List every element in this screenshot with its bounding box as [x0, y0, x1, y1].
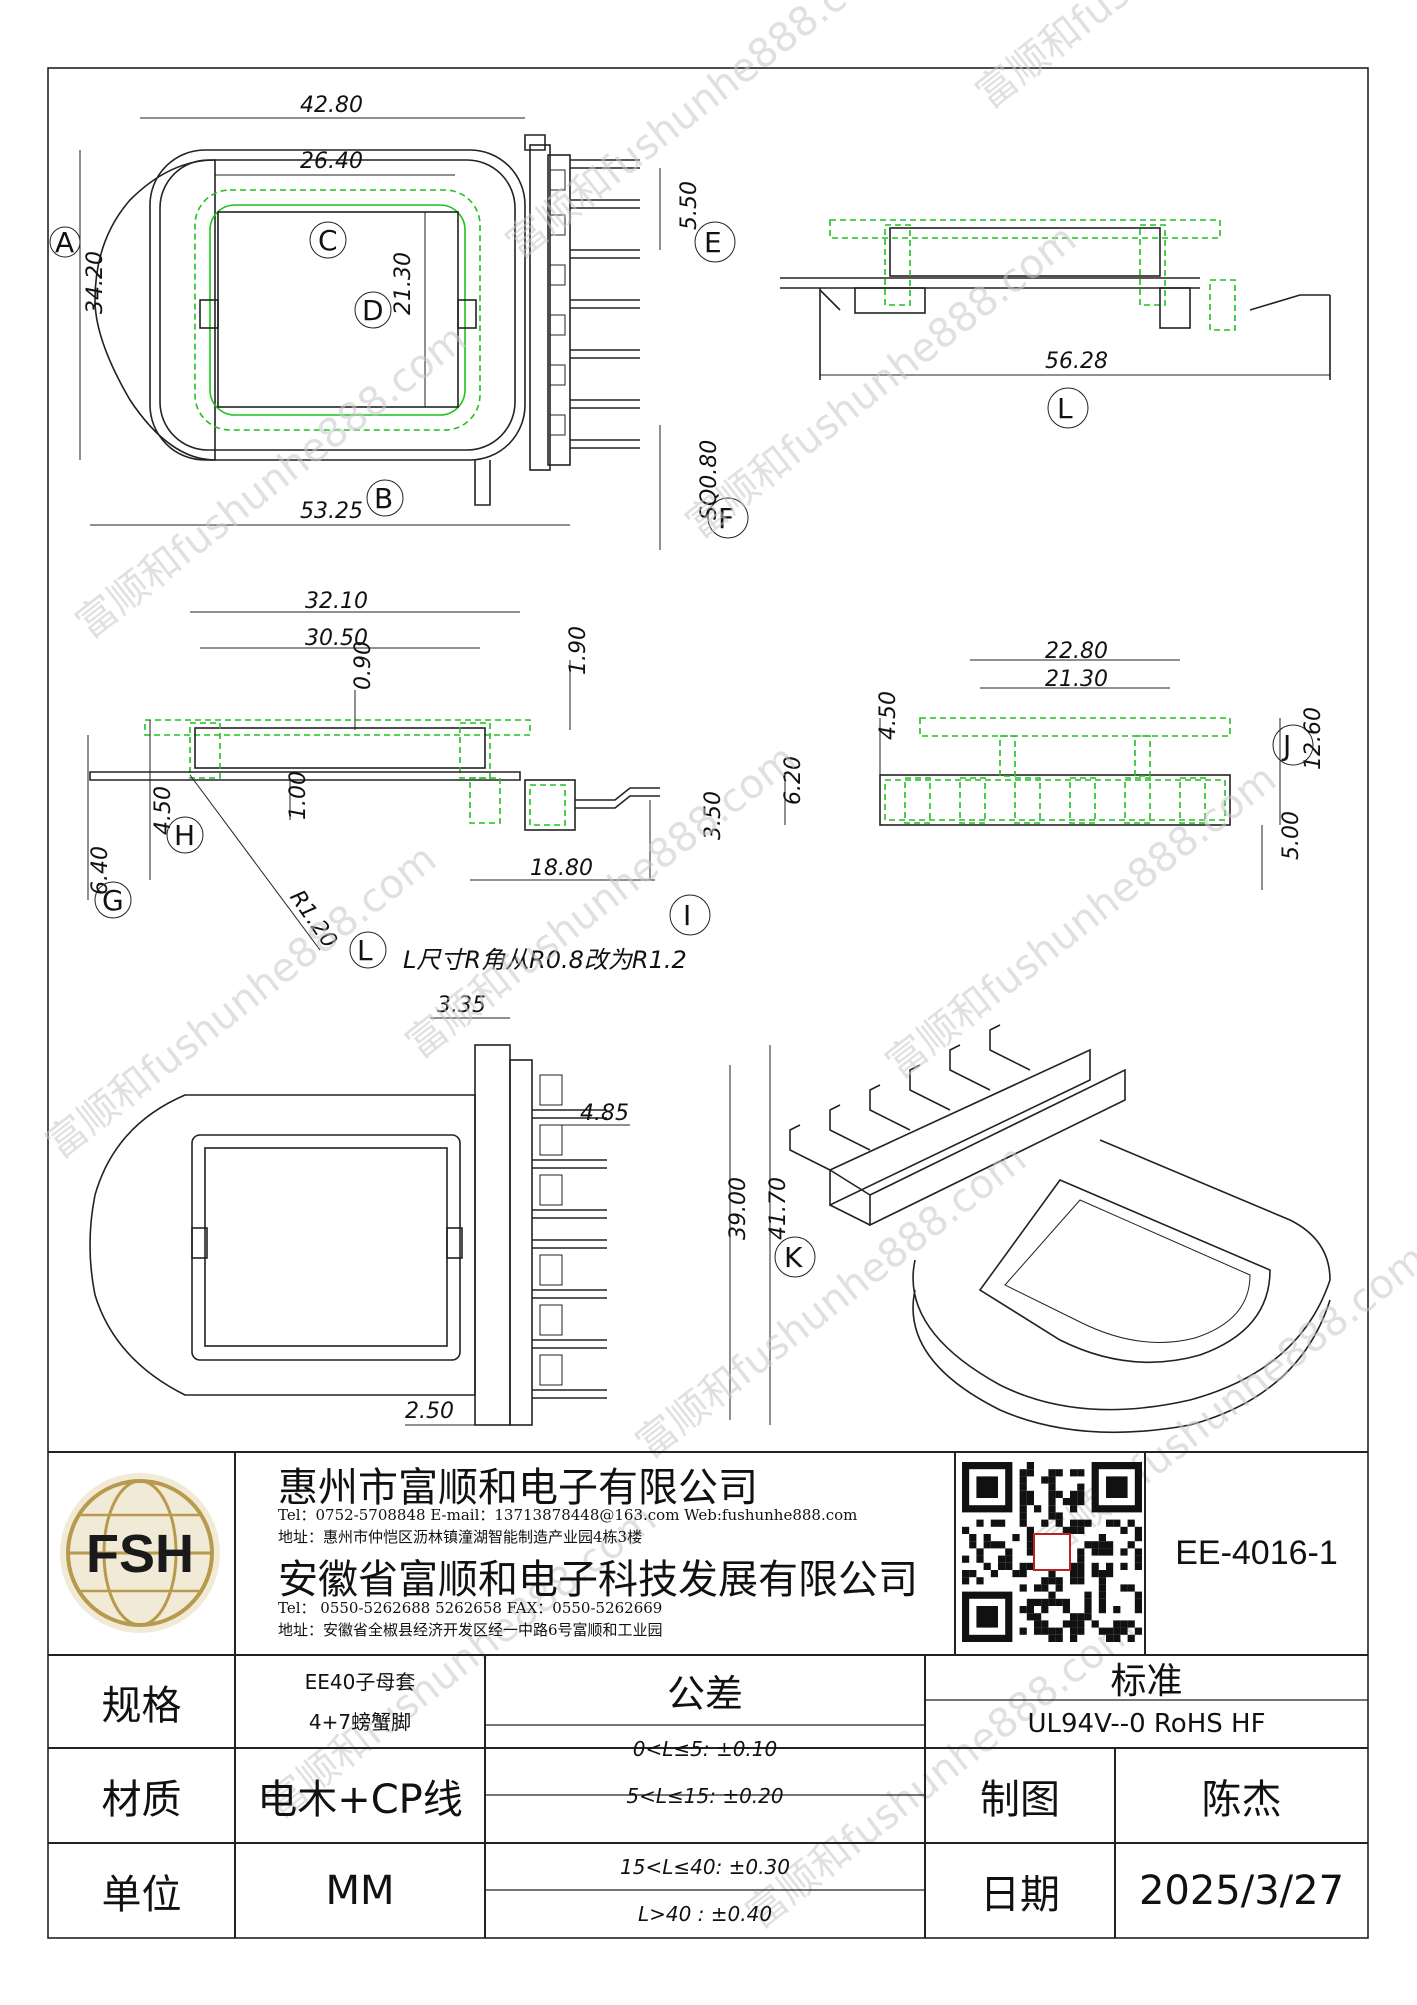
side-view-top-right: 56.28 L [780, 219, 1331, 429]
dim-1-90: 1.90 [566, 626, 591, 675]
tolerance-row-4: L>40 : ±0.40 [637, 1902, 773, 1926]
dim-4-50: 4.50 [151, 786, 176, 835]
label-a: A [55, 226, 74, 259]
tolerance-label: 公差 [666, 1671, 743, 1716]
watermark: 富顺和fushunhe888.com [678, 216, 1085, 548]
unit-label: 单位 [101, 1871, 182, 1918]
dim-2-50: 2.50 [405, 1399, 454, 1424]
front-view-mid-right: 22.80 21.30 4.50 6.20 12.60 5.00 J [781, 639, 1326, 890]
drawn-label: 制图 [980, 1776, 1060, 1823]
spec-label: 规格 [101, 1682, 182, 1729]
label-b: B [374, 482, 393, 515]
watermark: 富顺和fushunhe888.com [878, 756, 1285, 1088]
dim-39-00: 39.00 [726, 1177, 751, 1240]
company2-contact: Tel： 0550-5262688 5262658 FAX：0550-52626… [278, 1599, 663, 1617]
label-l-top: L [1057, 392, 1073, 425]
standard-label: 标准 [1110, 1660, 1183, 1702]
dim-5-50: 5.50 [677, 181, 702, 230]
company1-name: 惠州市富顺和电子有限公司 [278, 1465, 758, 1511]
company2-address: 地址：安徽省全椒县经济开发区经一中路6号富顺和工业园 [278, 1621, 663, 1639]
dim-0-90: 0.90 [351, 641, 376, 690]
dim-4-50-b: 4.50 [876, 691, 901, 740]
elevation-view-mid-left: 32.10 30.50 0.90 1.90 1.00 4.50 6.40 3.5… [87, 589, 726, 974]
dim-3-35: 3.35 [437, 993, 486, 1018]
label-j: J [1281, 729, 1291, 762]
watermark: 富顺和fushunhe888.com [398, 736, 805, 1068]
dim-4-85: 4.85 [580, 1101, 629, 1126]
tolerance-row-3: 15<L≤40: ±0.30 [620, 1854, 790, 1879]
dim-sq0-80: SQ0.80 [697, 440, 722, 520]
label-i: I [683, 899, 691, 932]
company2-name: 安徽省富顺和电子科技发展有限公司 [278, 1557, 918, 1603]
unit-value: MM [325, 1867, 395, 1914]
spec-value-line2: 4+7螃蟹脚 [308, 1709, 412, 1734]
spec-value-line1: EE40子母套 [304, 1669, 416, 1694]
label-k: K [784, 1241, 803, 1274]
label-c: C [318, 224, 338, 257]
material-value: 电木+CP线 [257, 1776, 463, 1823]
material-label: 材质 [101, 1776, 182, 1823]
label-l-mid: L [357, 934, 373, 967]
company1-contact: Tel：0752-5708848 E-mail：13713878448@163.… [278, 1506, 858, 1524]
date-label: 日期 [980, 1871, 1060, 1918]
dim-3-50: 3.50 [701, 791, 726, 840]
qr-code [962, 1462, 1142, 1642]
title-block-frame [48, 1451, 1368, 1938]
isometric-view [789, 1024, 1331, 1434]
dim-6-20: 6.20 [781, 756, 806, 805]
dim-34-20: 34.20 [83, 251, 108, 314]
watermark: 富顺和fushunhe888.com [968, 0, 1375, 118]
dim-1-00: 1.00 [286, 771, 311, 820]
drawn-value: 陈杰 [1201, 1776, 1282, 1823]
dim-56-28: 56.28 [1045, 349, 1108, 374]
label-f: F [718, 502, 734, 535]
sheet-border [47, 67, 1369, 1939]
company-logo: FSH [60, 1473, 220, 1633]
watermark: 富顺和fushunhe888.com [628, 1136, 1035, 1468]
dim-53-25: 53.25 [300, 499, 363, 524]
dim-42-80: 42.80 [300, 93, 363, 118]
dim-30-50: 30.50 [305, 626, 368, 651]
label-g: G [102, 884, 124, 917]
watermark: 富顺和fushunhe888.com [68, 316, 475, 648]
plan-view: 42.80 26.40 21.30 34.20 53.25 5.50 SQ0.8… [49, 93, 749, 550]
dim-12-60: 12.60 [1301, 707, 1326, 770]
company1-address: 地址：惠州市仲恺区沥林镇潼湖智能制造产业园4栋3楼 [278, 1528, 643, 1546]
label-h: H [174, 819, 195, 852]
part-number: EE-4016-1 [1175, 1534, 1338, 1572]
dim-32-10: 32.10 [305, 589, 368, 614]
bottom-plan-view: 3.35 4.85 39.00 41.70 2.50 K [89, 993, 816, 1426]
label-e: E [704, 226, 722, 259]
dim-26-40: 26.40 [300, 149, 363, 174]
dim-21-30: 21.30 [391, 252, 416, 315]
tolerance-row-2: 5<L≤15: ±0.20 [626, 1783, 784, 1808]
logo-text: FSH [86, 1524, 194, 1584]
dim-18-80: 18.80 [530, 856, 593, 881]
dim-22-80: 22.80 [1045, 639, 1108, 664]
revision-note: L尺寸R角从R0.8改为R1.2 [403, 946, 687, 974]
dim-21-30-b: 21.30 [1045, 667, 1108, 692]
label-d: D [362, 294, 384, 327]
dim-41-70: 41.70 [766, 1177, 791, 1240]
standard-value: UL94V--0 RoHS HF [1027, 1709, 1266, 1739]
date-value: 2025/3/27 [1138, 1867, 1345, 1914]
dim-5-00: 5.00 [1279, 811, 1304, 860]
tolerance-row-1: 0<L≤5: ±0.10 [632, 1736, 778, 1761]
